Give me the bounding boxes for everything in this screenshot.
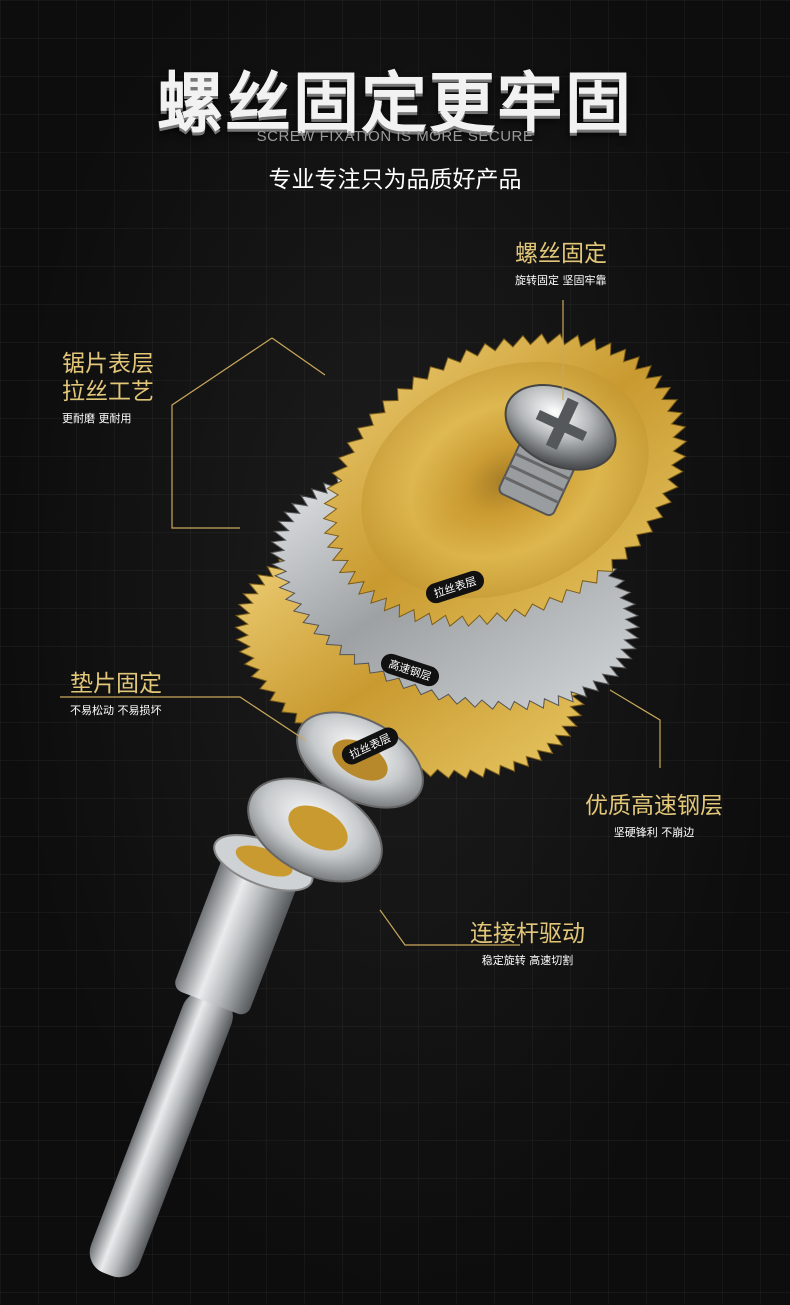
callout-screw: 螺丝固定 旋转固定 坚固牢靠 bbox=[515, 240, 607, 288]
callout-screw-title: 螺丝固定 bbox=[515, 241, 607, 267]
brushed-leader bbox=[171, 337, 273, 529]
callout-steel: 优质高速钢层 坚硬锋利 不崩边 bbox=[585, 792, 723, 840]
page-subtitle-en: SCREW FIXATION IS MORE SECURE bbox=[256, 128, 534, 145]
callout-screw-desc: 旋转固定 坚固牢靠 bbox=[515, 274, 607, 287]
callout-brushed-desc: 更耐磨 更耐用 bbox=[62, 412, 132, 425]
callout-washer-desc: 不易松动 不易损坏 bbox=[70, 704, 162, 717]
callout-washer-title: 垫片固定 bbox=[70, 671, 162, 697]
shaft-leader bbox=[379, 909, 520, 946]
callout-shaft-title: 连接杆驱动 bbox=[470, 921, 585, 947]
blade-tag-2: 高速钢层 bbox=[380, 653, 440, 687]
callout-brushed-title-1: 锯片表层 bbox=[62, 351, 154, 377]
brushed-leader-top bbox=[271, 337, 326, 376]
callout-brushed: 锯片表层 拉丝工艺 更耐磨 更耐用 bbox=[62, 350, 154, 426]
callout-washer: 垫片固定 不易松动 不易损坏 bbox=[70, 670, 162, 718]
steel-leader bbox=[609, 689, 661, 768]
page-title: 螺丝固定更牢固 bbox=[157, 65, 633, 142]
callout-shaft: 连接杆驱动 稳定旋转 高速切割 bbox=[470, 920, 585, 968]
screw bbox=[498, 384, 617, 517]
callout-steel-title: 优质高速钢层 bbox=[585, 793, 723, 819]
page-tagline: 专业专注只为品质好产品 bbox=[268, 167, 522, 193]
callout-steel-desc: 坚硬锋利 不崩边 bbox=[613, 826, 695, 839]
leader-lines bbox=[60, 300, 661, 946]
callout-shaft-desc: 稳定旋转 高速切割 bbox=[481, 954, 574, 967]
connecting-shaft bbox=[89, 834, 314, 1278]
washer-leader bbox=[60, 696, 306, 741]
callout-brushed-title-2: 拉丝工艺 bbox=[62, 379, 154, 405]
